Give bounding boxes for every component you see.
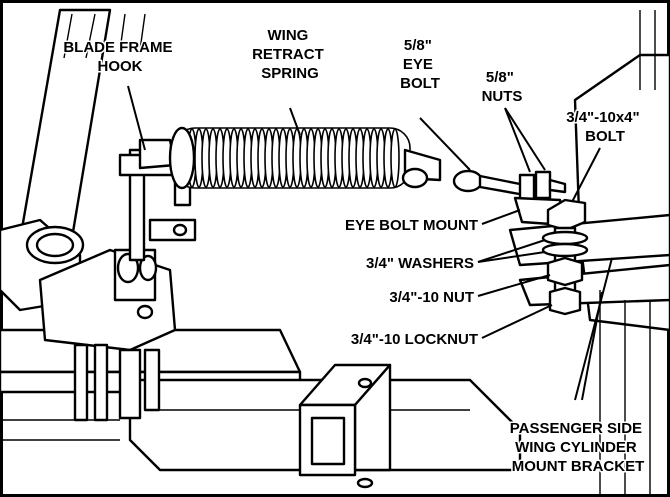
blade-frame-arm xyxy=(0,8,146,312)
label-wing-retract-spring: WING RETRACT SPRING xyxy=(252,27,328,82)
label-eye-bolt: 5/8" EYE BOLT xyxy=(400,37,440,92)
leader-lines xyxy=(127,85,613,401)
label-washers: 3/4" WASHERS xyxy=(366,255,474,272)
label-locknut: 3/4"-10 LOCKNUT xyxy=(351,331,478,348)
wing-cylinder-mount-bracket xyxy=(508,10,670,497)
wing-retract-spring xyxy=(168,126,442,190)
label-bolt: 3/4"-10x4" BOLT xyxy=(566,109,644,145)
label-mount-bracket: PASSENGER SIDE WING CYLINDER MOUNT BRACK… xyxy=(510,420,646,475)
label-blade-frame-hook: BLADE FRAME HOOK xyxy=(63,39,176,75)
bolt-stack xyxy=(541,198,589,316)
spring-coil xyxy=(390,128,400,188)
label-nuts: 5/8" NUTS xyxy=(482,69,523,105)
label-nut: 3/4"-10 NUT xyxy=(389,289,474,306)
square-tube xyxy=(298,363,392,489)
eye-bolt xyxy=(452,169,567,201)
label-eye-bolt-mount: EYE BOLT MOUNT xyxy=(345,217,478,234)
